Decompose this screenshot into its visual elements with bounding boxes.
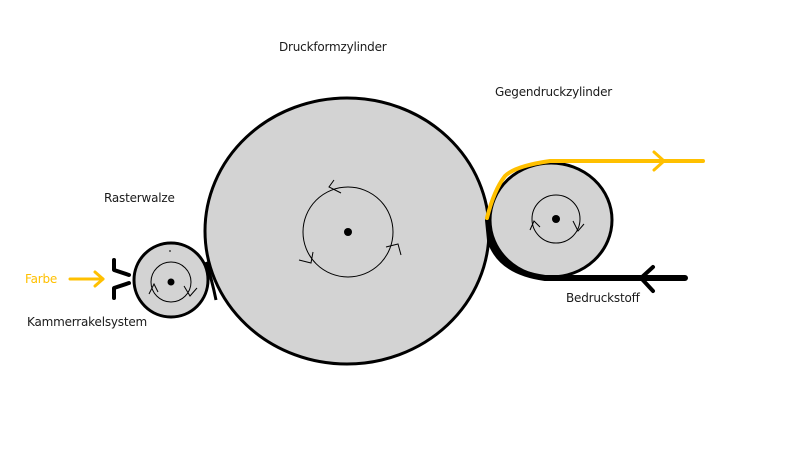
anilox-rotation-circle bbox=[150, 261, 192, 303]
substrate-path bbox=[485, 217, 688, 281]
plate-cylinder bbox=[203, 96, 491, 366]
impression-rotation-circle bbox=[531, 194, 581, 244]
substrate-arrow-icon bbox=[639, 265, 655, 293]
impression-cylinder bbox=[488, 161, 614, 279]
ink-input-arrow-icon bbox=[68, 270, 105, 288]
anilox-roller bbox=[132, 241, 218, 319]
impression-cylinder-label: Gegendruckzylinder bbox=[495, 85, 612, 99]
substrate-label: Bedruckstoff bbox=[566, 291, 640, 305]
rotation-arrow-icon bbox=[529, 220, 585, 232]
anilox-roller-label: Rasterwalze bbox=[104, 191, 175, 205]
anilox-plate-nip bbox=[204, 261, 218, 301]
printed-output-path bbox=[485, 159, 705, 220]
plate-cylinder-axis-dot bbox=[344, 228, 352, 236]
plate-cylinder-label: Druckformzylinder bbox=[279, 40, 387, 54]
anilox-axis-dot bbox=[167, 278, 175, 286]
output-arrow-icon bbox=[652, 150, 666, 172]
ink-label: Farbe bbox=[25, 272, 58, 286]
rotation-arrow-icon bbox=[148, 282, 198, 297]
plate-cylinder-rotation-circle bbox=[302, 186, 394, 278]
chamber-doctor-blade-label: Kammerrakelsystem bbox=[27, 315, 148, 329]
rotation-arrow-icon bbox=[298, 179, 402, 264]
chamber-doctor-blade bbox=[112, 258, 131, 300]
impression-axis-dot bbox=[552, 215, 560, 223]
